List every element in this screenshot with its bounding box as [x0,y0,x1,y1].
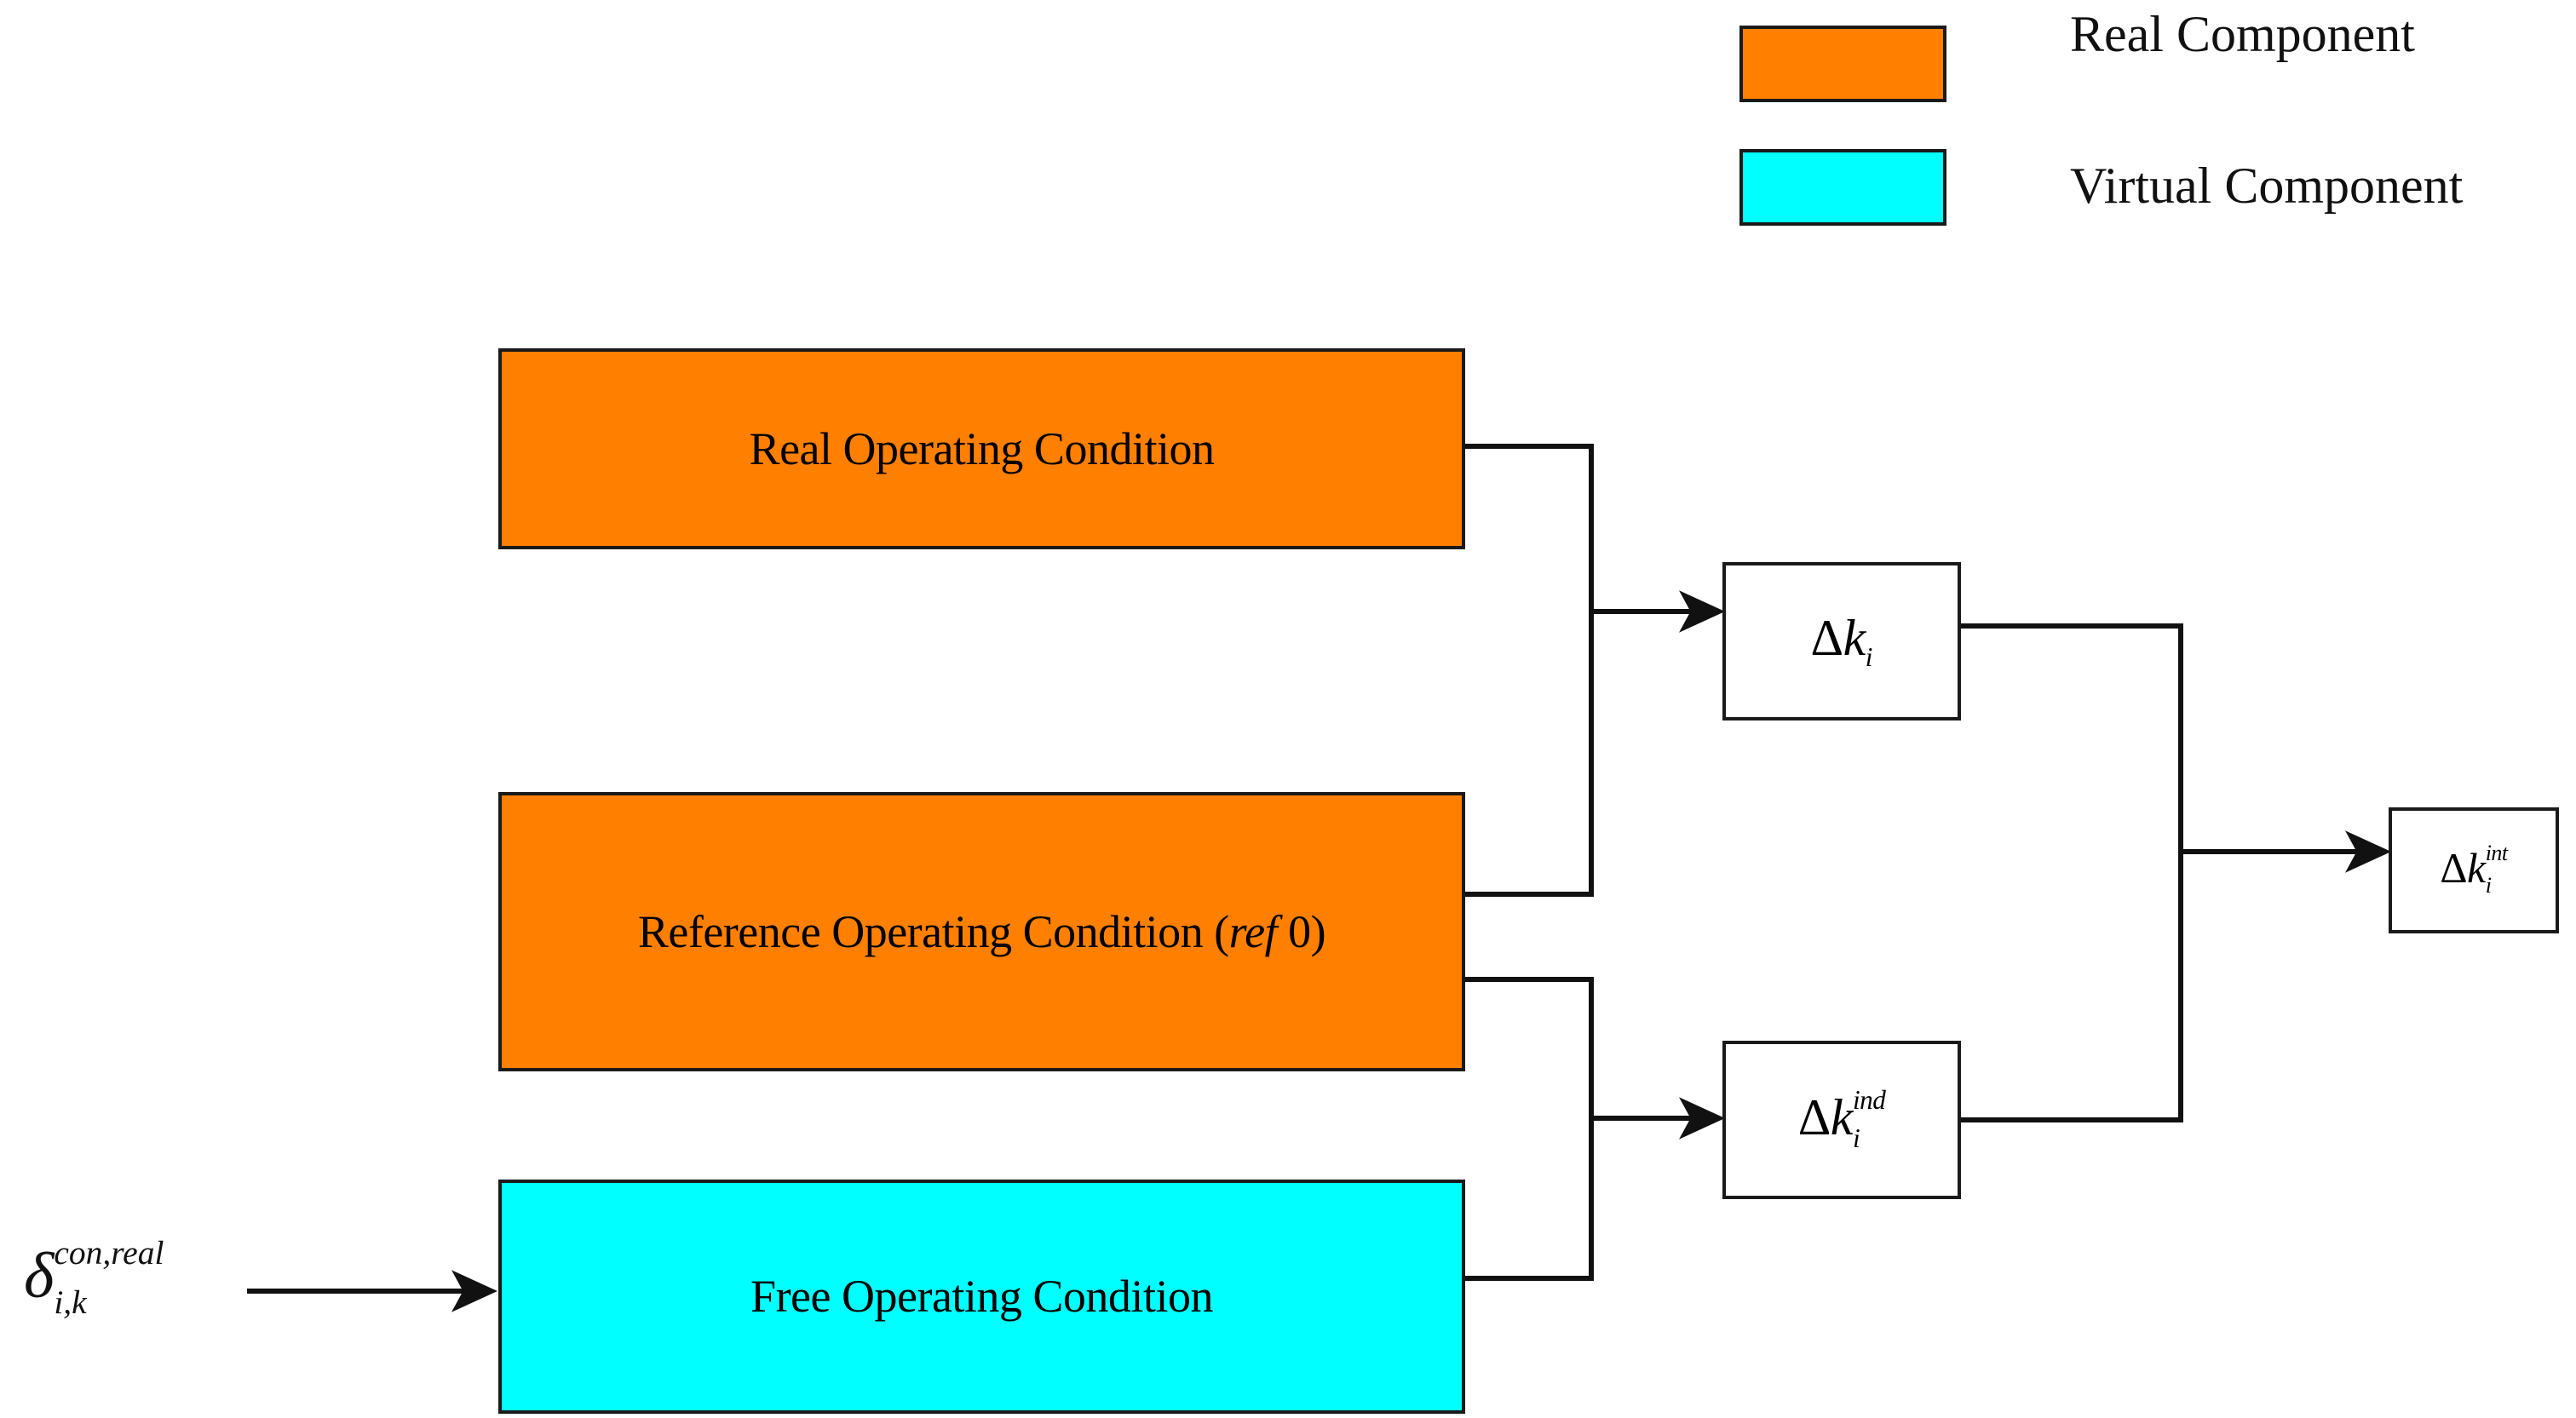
dkiint-subscript: i [2485,873,2492,898]
wire-dkiind-to-dkiint [1959,852,2183,1122]
block-free-operating-condition[interactable]: Free Operating Condition [498,1180,1465,1414]
delta-subscript: i,k [54,1283,87,1321]
dki-delta: Δ [1810,609,1844,666]
block-label-free-operating-condition: Free Operating Condition [750,1271,1213,1323]
delta-superscript: con,real [54,1233,164,1272]
wire-ref-to-dki [1465,611,1594,897]
dki-subscript: i [1865,641,1873,672]
wire-ref-to-dkiind [1465,977,1594,1118]
legend-label-real-component: Real Component [2070,6,2415,62]
block-label-reference-operating-condition: Reference Operating Condition (ref 0) [637,905,1326,957]
wire-real-to-dki [1465,444,1594,611]
dkiind-base: k [1830,1088,1854,1145]
ref-label-prefix: Reference Operating Condition ( [637,905,1229,957]
dkiint-delta: Δ [2440,844,2467,893]
ref-label-italic: ref [1228,905,1278,957]
block-delta-k-i[interactable]: Δki [1722,562,1961,720]
dkiind-superscript: ind [1852,1084,1886,1115]
block-reference-operating-condition[interactable]: Reference Operating Condition (ref 0) [498,792,1465,1071]
dkiint-superscript: int [2485,841,2508,866]
wire-dki-to-dkiint [1959,623,2183,852]
block-label-delta-k-i: Δki [1811,611,1873,672]
legend-label-virtual-component: Virtual Component [2070,158,2464,214]
ref-label-suffix: 0) [1277,905,1326,957]
legend-swatch-real-component [1739,26,1946,102]
dkiint-base: k [2467,844,2486,893]
delta-symbol: δ [24,1240,55,1312]
dkiind-delta: Δ [1797,1088,1831,1145]
legend-swatch-virtual-component [1739,149,1946,226]
block-real-operating-condition[interactable]: Real Operating Condition [498,348,1465,549]
dki-base: k [1843,609,1866,666]
wire-free-to-dkiind [1465,1118,1594,1281]
dkiind-subscript: i [1852,1123,1860,1154]
block-label-real-operating-condition: Real Operating Condition [749,422,1215,474]
